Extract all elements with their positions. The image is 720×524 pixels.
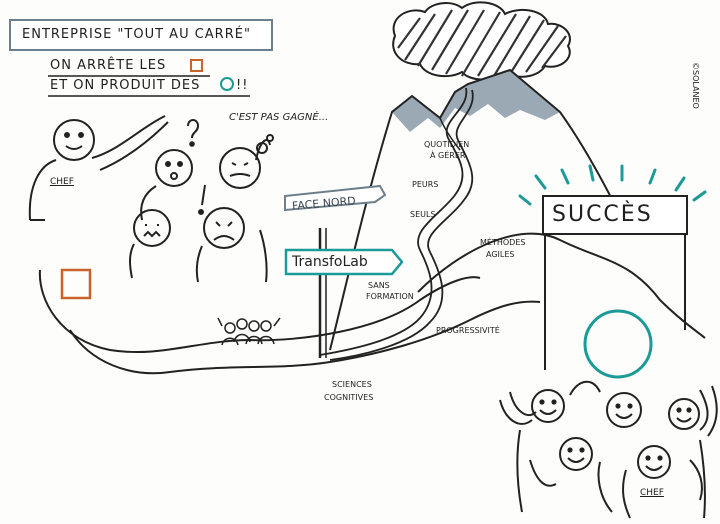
label-sans: SANS: [368, 281, 390, 290]
header-line-2-suffix: !!: [236, 78, 249, 93]
team-speech: C'EST PAS GAGNÉ...: [229, 112, 329, 123]
label-a-gerer: À GÉRER: [430, 151, 466, 160]
storm-cloud: [392, 1, 571, 81]
label-quotidien: QUOTIDIEN: [424, 140, 470, 149]
header-frame: [9, 19, 273, 51]
label-sciences: SCIENCES: [332, 380, 372, 389]
header-circle-icon: [220, 77, 234, 91]
success-banner: [518, 164, 707, 379]
label-formation: FORMATION: [366, 292, 414, 301]
success-hill: [417, 232, 706, 339]
orange-square: [60, 268, 92, 300]
label-progressivite: PROGRESSIVITÉ: [436, 326, 500, 335]
mountain: [319, 68, 621, 361]
worried-team: [129, 119, 274, 283]
celebrating-group: [499, 380, 718, 519]
header-title: ENTREPRISE "TOUT AU CARRÉ": [22, 27, 251, 42]
label-methodes: MÉTHODES: [480, 238, 526, 247]
signpost: [284, 184, 404, 358]
credit-text: ©SOLANEO: [691, 62, 700, 109]
label-seuls: SEULS: [410, 210, 436, 219]
label-agiles: AGILES: [486, 250, 515, 259]
header-square-icon: [190, 59, 203, 72]
success-chef-label: CHEF: [640, 488, 664, 498]
label-cognitives: COGNITIVES: [324, 393, 374, 402]
chef-pointing-figure: [28, 115, 169, 221]
header-line-1: ON ARRÊTE LES: [50, 58, 167, 73]
small-crowd: [217, 317, 281, 346]
header-line-2: ET ON PRODUIT DES: [50, 78, 201, 93]
chef-label: CHEF: [50, 177, 74, 187]
sign-transfolab: TransfoLab: [292, 254, 368, 270]
label-peurs: PEURS: [412, 180, 439, 189]
road: [38, 269, 541, 375]
success-banner-text: SUCCÈS: [552, 202, 653, 227]
